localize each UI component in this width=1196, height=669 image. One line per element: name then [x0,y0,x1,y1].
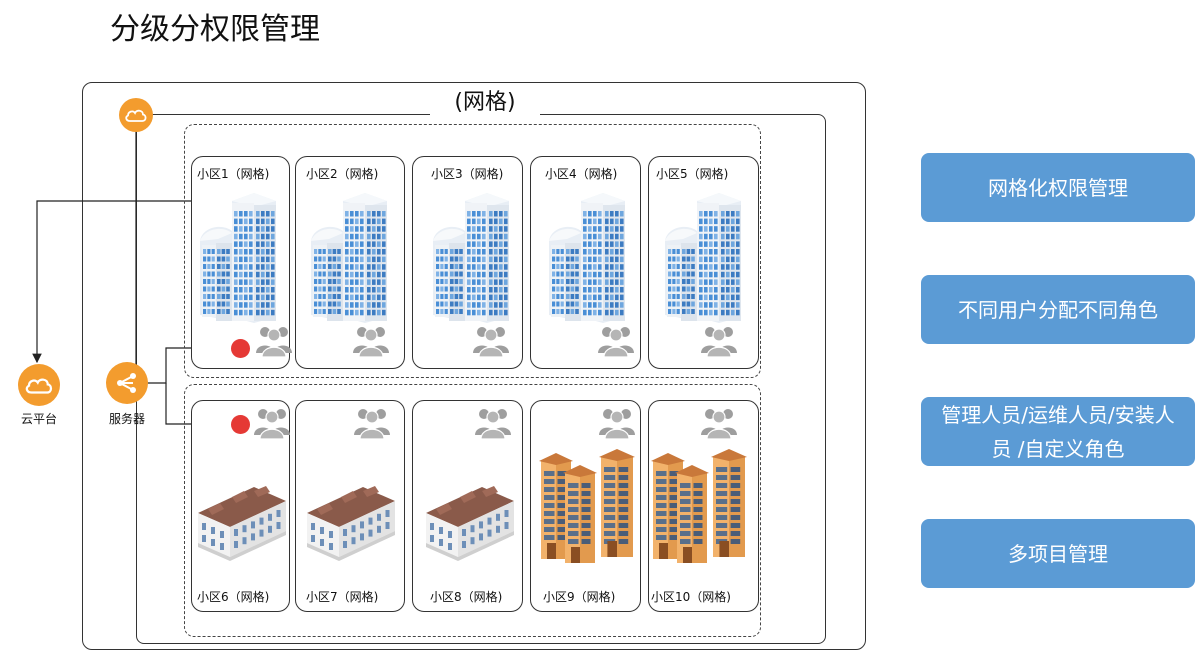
feature-label: 管理人员/运维人员/安装人员 /自定义角色 [941,402,1175,461]
townhouse-icon [426,486,514,561]
community-card-4[interactable]: 小区4（网格) [530,156,641,369]
community-label: 小区8（网格) [430,590,503,604]
feature-multi-project-button[interactable]: 多项目管理 [921,519,1195,588]
office-tower-icon [665,193,741,323]
community-card-9[interactable]: 小区9（网格) [530,400,641,612]
user-group-icon [353,327,389,357]
page-title: 分级分权限管理 [110,12,320,47]
cloud-platform-icon [18,364,60,406]
office-tower-icon [311,193,387,323]
apartment-building-icon [539,449,635,563]
office-tower-icon [200,193,276,323]
feature-staff-roles-button[interactable]: 管理人员/运维人员/安装人员 /自定义角色 [921,397,1195,466]
community-card-1[interactable]: 小区1（网格) [191,156,292,369]
office-tower-icon [549,193,625,323]
townhouse-icon [198,486,286,561]
community-label: 小区4（网格) [545,167,618,181]
apartment-building-icon [651,449,747,563]
feature-label: 多项目管理 [1008,541,1108,566]
outer-frame [82,82,866,650]
community-label: 小区1（网格) [197,167,270,181]
community-label: 小区10（网格) [651,590,731,604]
user-group-icon [354,409,390,439]
community-card-5[interactable]: 小区5（网格) [648,156,759,369]
server-label: 服务器 [108,412,145,426]
community-card-8[interactable]: 小区8（网格) [412,400,523,612]
user-group-icon [473,327,509,357]
community-card-7[interactable]: 小区7（网格) [295,400,405,612]
user-group-icon [254,409,290,439]
community-group-top [184,124,761,378]
community-card-3[interactable]: 小区3（网格) [412,156,523,369]
share-nodes-icon [106,362,148,404]
community-label: 小区3（网格) [431,167,504,181]
community-card-6[interactable]: 小区6（网格) [191,400,290,612]
user-group-icon [256,327,292,357]
user-group-icon [599,409,635,439]
feature-label: 网格化权限管理 [988,175,1128,200]
community-group-bottom [184,384,761,637]
townhouse-icon [307,486,395,561]
community-label: 小区9（网格) [543,590,616,604]
cloud-platform-label: 云平台 [20,412,57,426]
user-group-icon [598,327,634,357]
community-label: 小区2（网格) [306,167,379,181]
community-label: 小区7（网格) [306,590,379,604]
grid-label: (网格) [430,84,540,116]
user-group-icon [475,409,511,439]
community-label: 小区5（网格) [656,167,729,181]
marker-dot [231,415,250,434]
cloud-icon [119,98,153,132]
feature-role-assignment-button[interactable]: 不同用户分配不同角色 [921,275,1195,344]
user-group-icon [701,327,737,357]
feature-label: 不同用户分配不同角色 [958,297,1158,322]
community-card-10[interactable]: 小区10（网格) [648,400,759,612]
user-group-icon [701,409,737,439]
community-card-2[interactable]: 小区2（网格) [295,156,405,369]
office-tower-icon [433,193,509,323]
community-label: 小区6（网格) [197,590,270,604]
marker-dot [231,339,250,358]
feature-grid-permission-button[interactable]: 网格化权限管理 [921,153,1195,222]
